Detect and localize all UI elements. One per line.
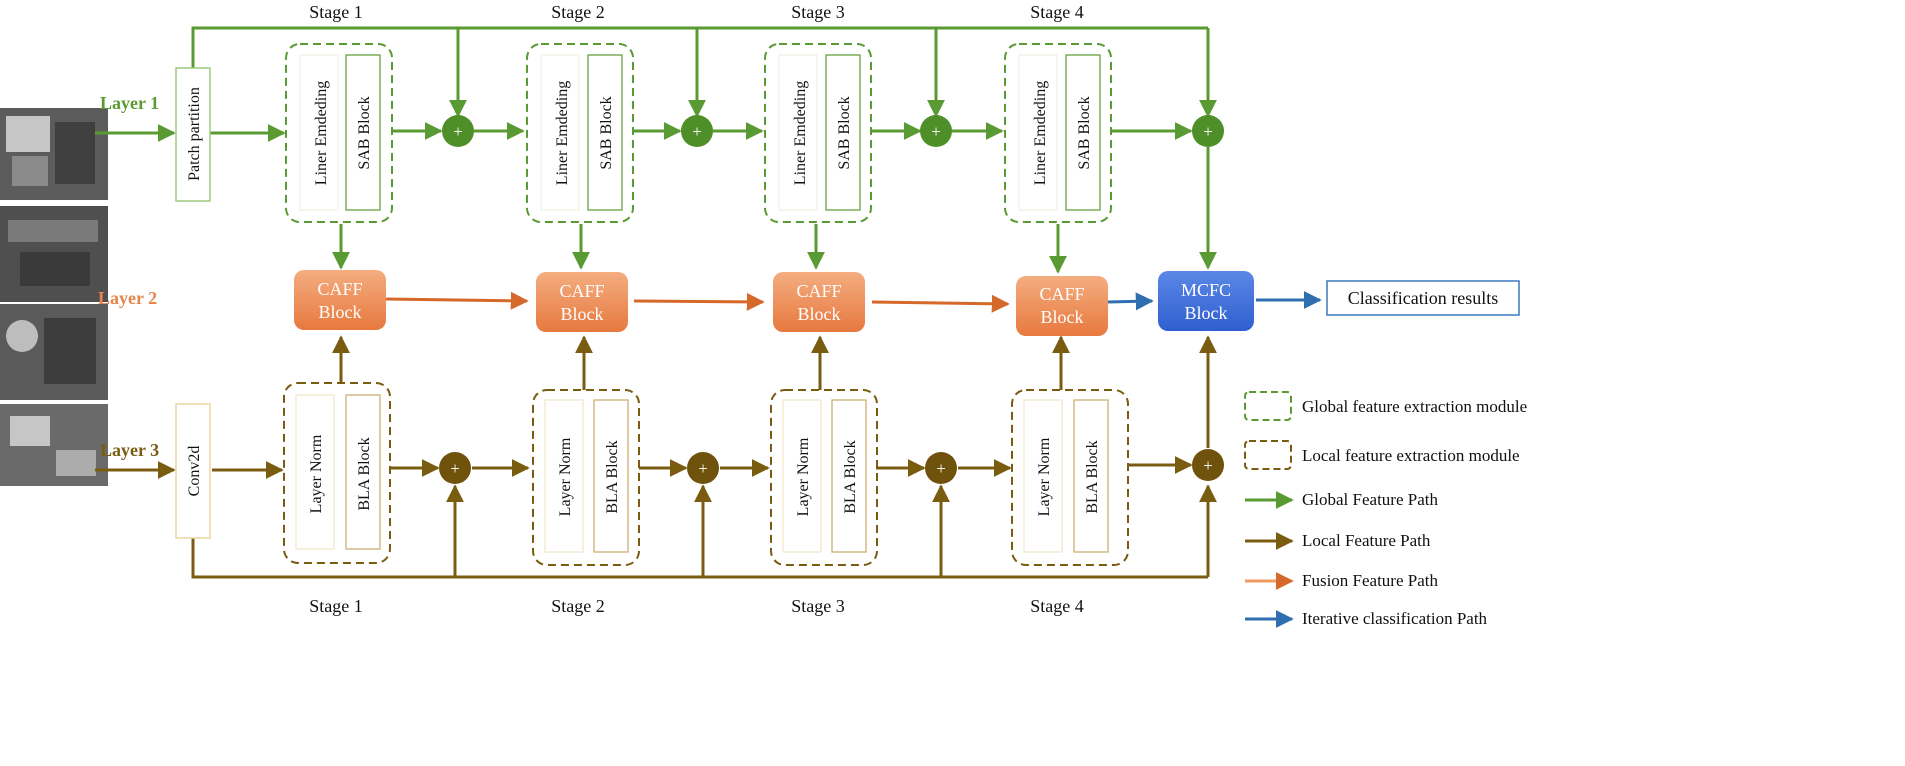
caff-block-line2: Block xyxy=(561,304,604,324)
sum-node-global-3: + xyxy=(920,115,952,147)
sab-block-label: SAB Block xyxy=(836,96,853,169)
sab-block-label: SAB Block xyxy=(1076,96,1093,169)
legend-fusion-path: Fusion Feature Path xyxy=(1245,571,1438,590)
local-module-stage-3: Layer Norm BLA Block xyxy=(770,389,878,566)
sum-symbol: + xyxy=(1203,122,1213,141)
sum-node-global-4: + xyxy=(1192,115,1224,147)
layer-norm-label: Layer Norm xyxy=(795,437,812,516)
sum-symbol: + xyxy=(453,122,463,141)
bla-block-label: BLA Block xyxy=(604,440,621,513)
caff-block-line2: Block xyxy=(319,302,362,322)
legend-fusion-path-label: Fusion Feature Path xyxy=(1302,571,1438,590)
caff-block-stage-4: CAFF Block xyxy=(1016,276,1108,336)
local-feature-paths xyxy=(95,335,1217,579)
caff-block-line1: CAFF xyxy=(796,281,841,301)
mri-scan-4 xyxy=(0,404,108,486)
caff-block-line1: CAFF xyxy=(559,281,604,301)
global-module-stage-3: Liner Emdeding SAB Block xyxy=(764,43,872,223)
sum-node-global-1: + xyxy=(442,115,474,147)
legend-global-path-label: Global Feature Path xyxy=(1302,490,1438,509)
liner-embedding-label: Liner Emdeding xyxy=(792,81,809,185)
global-sum-nodes: + + + + xyxy=(442,115,1224,147)
liner-embedding-label: Liner Emdeding xyxy=(554,81,571,185)
local-sum-nodes: + + + + xyxy=(439,449,1224,484)
caff-block-stage-1: CAFF Block xyxy=(294,270,386,330)
stage-top-1: Stage 1 xyxy=(309,2,363,22)
sum-node-local-4: + xyxy=(1192,449,1224,481)
fusion-feature-paths xyxy=(385,291,1010,313)
mcfc-block-line2: Block xyxy=(1185,303,1228,323)
sum-symbol: + xyxy=(936,459,946,478)
liner-embedding-label: Liner Emdeding xyxy=(313,81,330,185)
legend-global-module: Global feature extraction module xyxy=(1244,391,1527,421)
sab-block-label: SAB Block xyxy=(356,96,373,169)
layer-1-label: Layer 1 xyxy=(100,93,159,113)
stage-bottom-1: Stage 1 xyxy=(309,596,363,616)
local-module-stage-2: Layer Norm BLA Block xyxy=(532,389,640,566)
global-feature-paths xyxy=(95,26,1217,274)
stage-bottom-4: Stage 4 xyxy=(1030,596,1084,616)
stage-top-2: Stage 2 xyxy=(551,2,605,22)
patch-partition-box: Patch partition xyxy=(175,67,211,202)
classification-results-label: Classification results xyxy=(1348,288,1498,308)
patch-partition-label: Patch partition xyxy=(186,87,203,181)
layer-norm-label: Layer Norm xyxy=(308,434,325,513)
liner-embedding-label: Liner Emdeding xyxy=(1032,81,1049,185)
caff-block-line2: Block xyxy=(1041,307,1084,327)
sum-node-global-2: + xyxy=(681,115,713,147)
layer-norm-label: Layer Norm xyxy=(557,437,574,516)
global-module-stage-2: Liner Emdeding SAB Block xyxy=(526,43,634,223)
global-module-stage-4: Liner Emdeding SAB Block xyxy=(1004,43,1112,223)
sum-node-local-3: + xyxy=(925,452,957,484)
sum-symbol: + xyxy=(692,122,702,141)
legend-global-path: Global Feature Path xyxy=(1245,490,1438,509)
legend-global-module-label: Global feature extraction module xyxy=(1302,397,1527,416)
legend-local-module: Local feature extraction module xyxy=(1244,440,1520,470)
caff-block-stage-3: CAFF Block xyxy=(773,272,865,332)
conv2d-box: Conv2d xyxy=(175,403,211,539)
iterative-classification-paths xyxy=(1107,291,1322,311)
stage-top-4: Stage 4 xyxy=(1030,2,1084,22)
input-image-stack xyxy=(0,108,108,486)
legend-local-module-label: Local feature extraction module xyxy=(1302,446,1520,465)
stage-top-3: Stage 3 xyxy=(791,2,845,22)
mri-scan-1 xyxy=(0,108,108,200)
legend: Global feature extraction module Local f… xyxy=(1244,391,1527,628)
sum-symbol: + xyxy=(1203,456,1213,475)
sum-node-local-2: + xyxy=(687,452,719,484)
stage-bottom-2: Stage 2 xyxy=(551,596,605,616)
global-module-stage-1: Liner Emdeding SAB Block xyxy=(285,43,393,223)
classification-results-box: Classification results xyxy=(1326,280,1520,316)
legend-local-path: Local Feature Path xyxy=(1245,531,1431,550)
mri-scan-2 xyxy=(0,206,108,302)
sab-block-label: SAB Block xyxy=(598,96,615,169)
caff-block-stage-2: CAFF Block xyxy=(536,272,628,332)
legend-iterative-path-label: Iterative classification Path xyxy=(1302,609,1488,628)
conv2d-label: Conv2d xyxy=(186,446,203,497)
legend-local-path-label: Local Feature Path xyxy=(1302,531,1431,550)
sum-symbol: + xyxy=(931,122,941,141)
legend-iterative-path: Iterative classification Path xyxy=(1245,609,1488,628)
sum-symbol: + xyxy=(450,459,460,478)
local-module-stage-4: Layer Norm BLA Block xyxy=(1011,389,1129,566)
mri-scan-3 xyxy=(0,304,108,400)
layer-norm-label: Layer Norm xyxy=(1036,437,1053,516)
bla-block-label: BLA Block xyxy=(356,437,373,510)
sum-symbol: + xyxy=(698,459,708,478)
stage-bottom-3: Stage 3 xyxy=(791,596,845,616)
caff-block-line1: CAFF xyxy=(1039,284,1084,304)
layer-2-label: Layer 2 xyxy=(98,288,157,308)
layer-3-label: Layer 3 xyxy=(100,440,159,460)
bla-block-label: BLA Block xyxy=(842,440,859,513)
mcfc-block-line1: MCFC xyxy=(1181,280,1231,300)
caff-block-line1: CAFF xyxy=(317,279,362,299)
bla-block-label: BLA Block xyxy=(1084,440,1101,513)
caff-block-line2: Block xyxy=(798,304,841,324)
mcfc-block: MCFC Block xyxy=(1158,271,1254,331)
sum-node-local-1: + xyxy=(439,452,471,484)
local-module-stage-1: Layer Norm BLA Block xyxy=(283,382,391,564)
